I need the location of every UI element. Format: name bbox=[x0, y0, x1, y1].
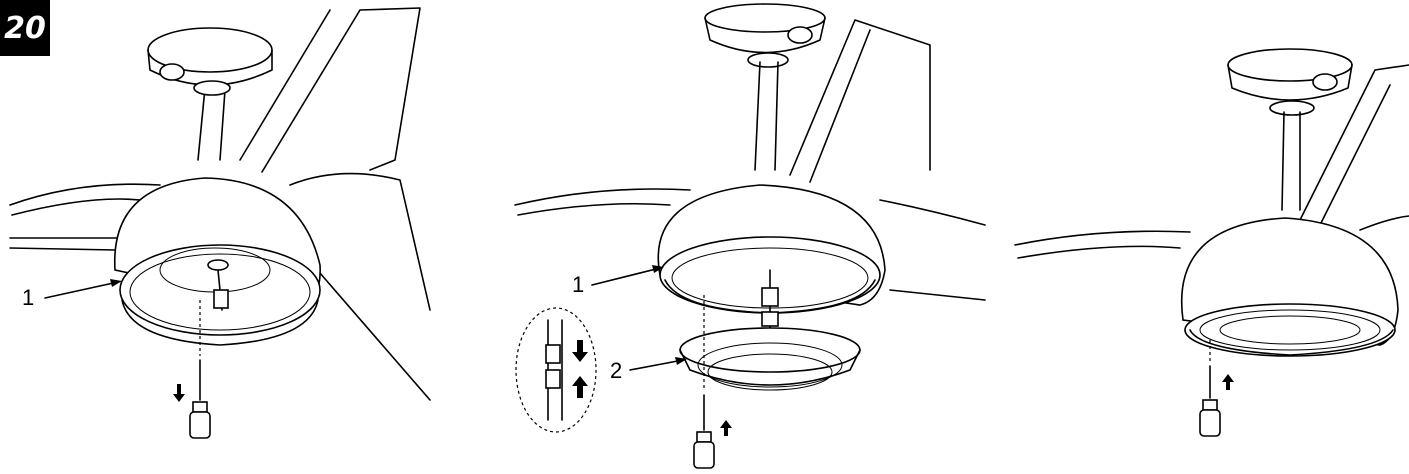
panel-2-fan bbox=[514, 3, 986, 469]
panel-3-fan bbox=[1014, 48, 1409, 437]
callout-1-panel-2: 1 bbox=[572, 272, 584, 297]
callout-1-panel-1: 1 bbox=[22, 285, 34, 310]
panel-1-fan bbox=[9, 7, 431, 439]
callout-2-panel-2: 2 bbox=[610, 358, 622, 383]
step-number-badge: 20 bbox=[0, 0, 50, 56]
